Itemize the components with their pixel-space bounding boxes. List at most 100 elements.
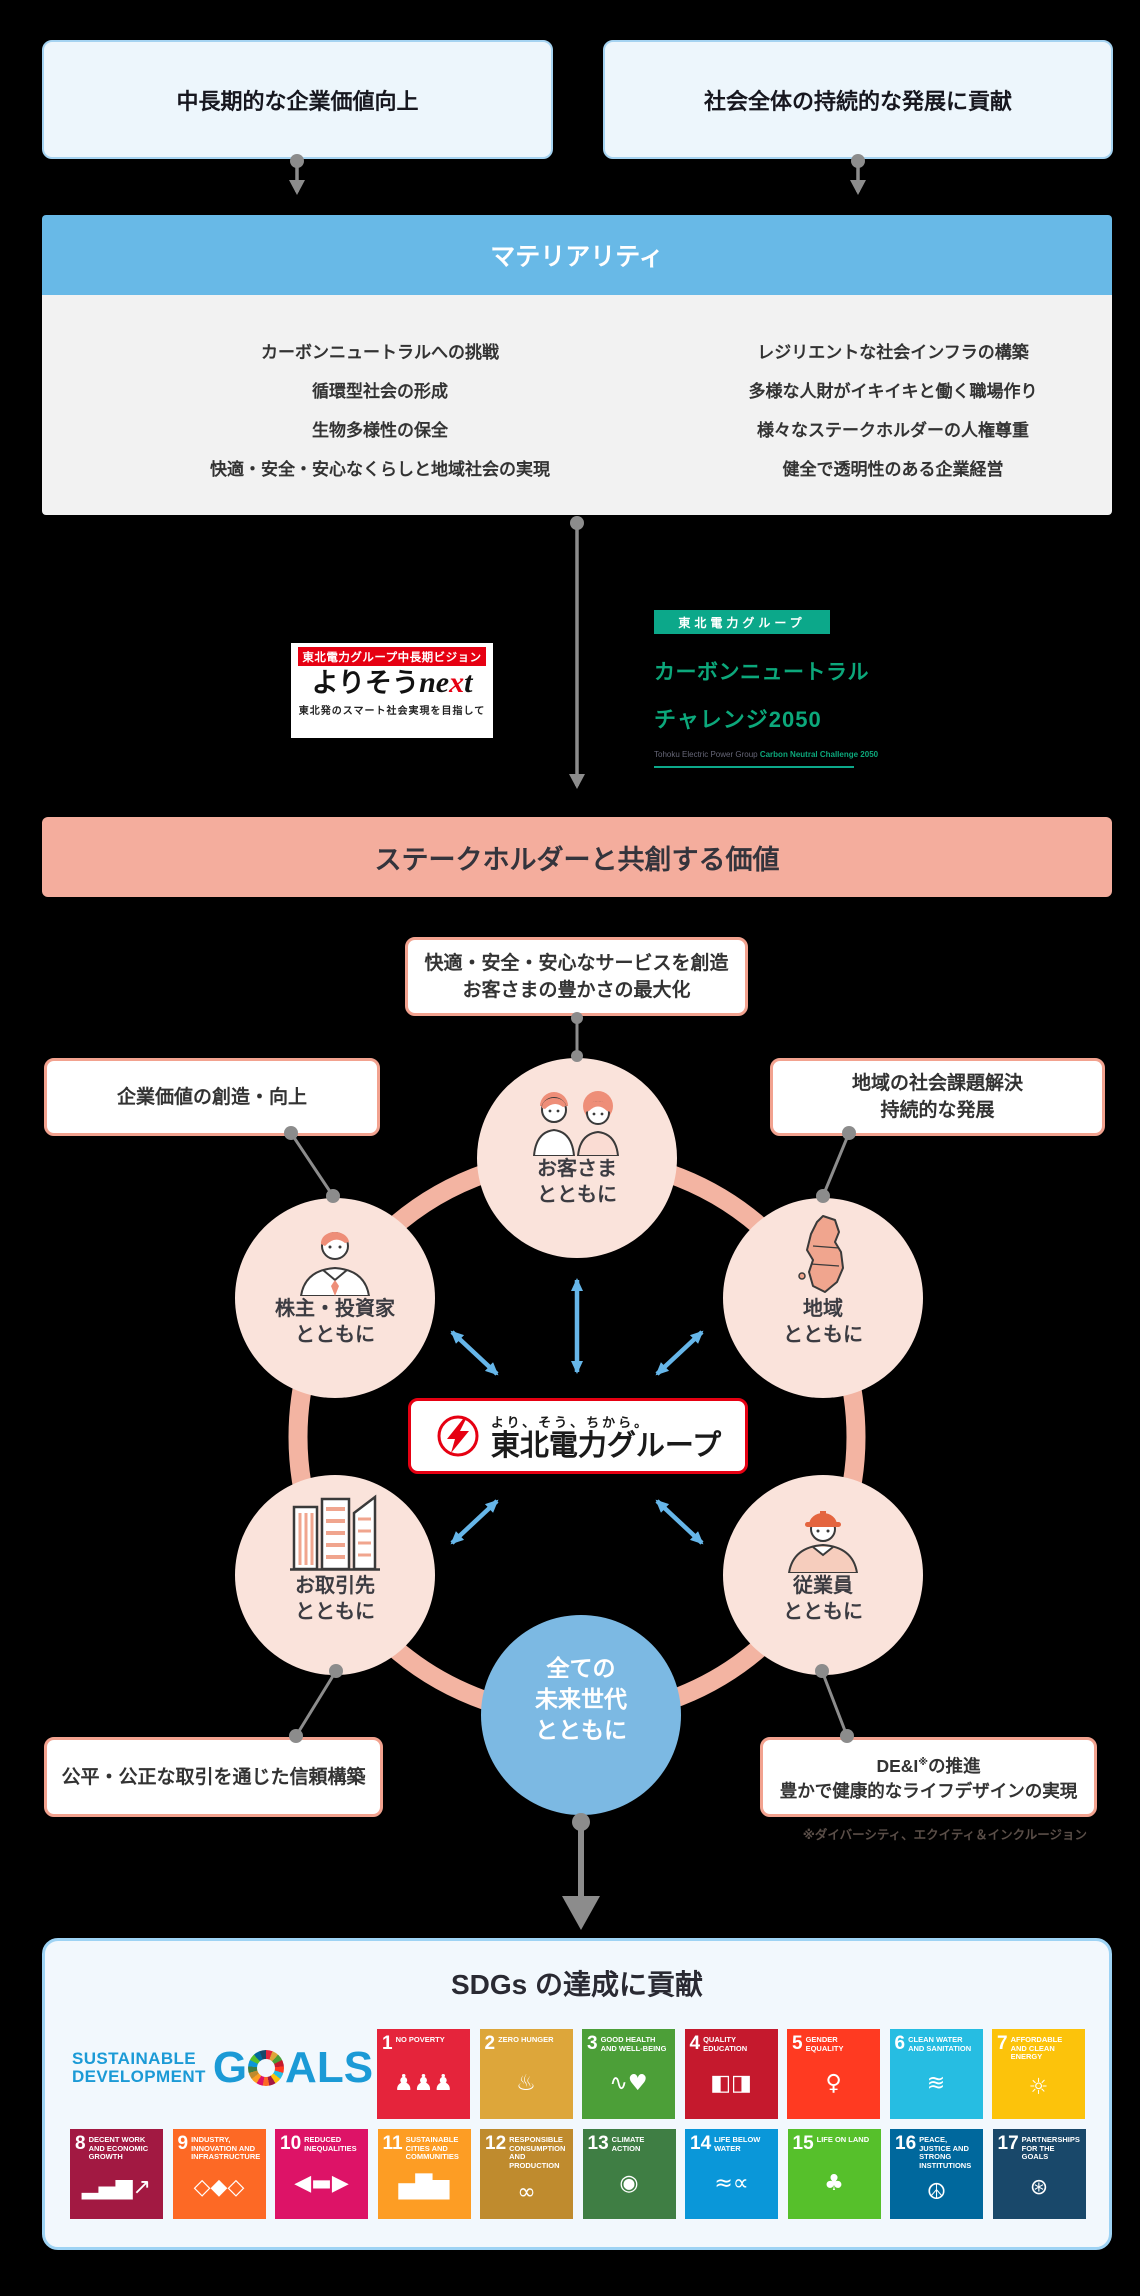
sdgs-title: SDGs の達成に貢献 [450, 1969, 704, 2000]
tohoku-epco-tagline: より、そう、ちから。 [490, 1414, 651, 1430]
goal-box-corporate-value: 中長期的な企業価値向上 [42, 40, 553, 159]
materiality-item: カーボンニュートラルへの挑戦 [261, 343, 499, 362]
connector-shareholder [289, 1132, 335, 1197]
sdg-icon-12: ∞ [517, 2179, 536, 2205]
lightning-icon [437, 1415, 479, 1457]
circle-employee-label2: とともに [783, 1601, 863, 1623]
sdg-icon-2: ♨ [516, 2070, 536, 2096]
carbon-neutral-rule [654, 766, 854, 768]
goal-box-corporate-value-label: 中長期的な企業価値向上 [176, 88, 419, 114]
callout-region: 地域の社会課題解決 持続的な発展 [770, 1058, 1105, 1136]
buildings-icon [290, 1494, 380, 1571]
yorisou-next-logo: 東北電力グループ中長期ビジョン よりそうnext 東北発のスマート社会実現を目指… [291, 643, 493, 738]
tohoku-epco-name: 東北電力グループ [490, 1429, 722, 1462]
materiality-item: 生物多様性の保全 [312, 421, 448, 440]
callout-employee: DE&I※の推進 豊かで健康的なライフデザインの実現 [760, 1737, 1097, 1817]
sdg-icon-13: ◉ [619, 2171, 639, 2196]
callout-shareholder: 企業価値の創造・向上 [44, 1058, 380, 1136]
callout-employee-line1: DE&I※の推進 [876, 1755, 981, 1776]
circle-supplier-label1: お取引先 [295, 1575, 375, 1597]
double-arrow-lower-right [655, 1499, 704, 1545]
double-arrow-upper-right [655, 1330, 704, 1376]
circle-future-label1: 全ての [546, 1655, 616, 1681]
materiality-item: レジリエントな社会インフラの構築 [757, 343, 1029, 362]
yorisou-text: よりそう [311, 668, 420, 698]
circle-employee-label1: 従業員 [793, 1575, 853, 1597]
callout-supplier: 公平・公正な取引を通じた信頼構築 [44, 1737, 383, 1817]
materiality-item: 循環型社会の形成 [312, 382, 448, 401]
stakeholder-banner: ステークホルダーと共創する価値 [42, 817, 1112, 897]
callout-customer: 快適・安全・安心なサービスを創造 お客さまの豊かさの最大化 [405, 937, 748, 1016]
materiality-item: 多様な人財がイキイキと働く職場作り [748, 382, 1038, 401]
sdg-icon-15: ♣ [824, 2170, 844, 2196]
circle-supplier-label2: とともに [295, 1601, 375, 1623]
carbon-neutral-badge: 東北電力グループ [654, 610, 830, 634]
circle-future-generations: 全ての 未来世代 とともに [481, 1615, 681, 1815]
circle-customer: お客さま とともに [477, 1058, 677, 1258]
yorisou-next-tagline: 東北発のスマート社会実現を目指して [298, 706, 486, 717]
tohoku-epco-logo-box: より、そう、ちから。 東北電力グループ [408, 1398, 748, 1474]
materiality-right-column: レジリエントな社会インフラの構築 多様な人財がイキイキと働く職場作り 様々なステ… [619, 333, 1140, 489]
sdg-icon-17: ⊛ [1029, 2175, 1049, 2201]
circle-shareholder-label1: 株主・投資家 [275, 1298, 395, 1320]
sdg-wheel-icon [248, 2050, 285, 2086]
materiality-item: 様々なステークホルダーの人権尊重 [757, 421, 1029, 440]
connector-employee [820, 1670, 849, 1737]
circle-employee: 従業員 とともに [723, 1475, 923, 1675]
carbon-neutral-line1: カーボンニュートラル [654, 661, 869, 684]
goal-box-social-development-label: 社会全体の持続的な発展に貢献 [703, 88, 1012, 114]
carbon-neutral-line2: チャレンジ2050 [654, 707, 822, 732]
materiality-item: 快適・安全・安心なくらしと地域社会の実現 [210, 460, 550, 479]
materiality-body: カーボンニュートラルへの挑戦 循環型社会の形成 生物多様性の保全 快適・安全・安… [42, 295, 1112, 515]
materiality-title: マテリアリティ [490, 243, 664, 271]
yorisou-next-wordmark: よりそうnext [291, 666, 493, 700]
yorisou-next-header: 東北電力グループ中長期ビジョン [298, 647, 486, 666]
circle-shareholder-label2: とともに [295, 1324, 375, 1346]
tohoku-map-icon [798, 1215, 844, 1293]
sdgs-logo-text: SUSTAINABLE DEVELOPMENT [72, 2049, 206, 2086]
circle-region: 地域 とともに [723, 1198, 923, 1398]
materiality-header: マテリアリティ [42, 215, 1112, 295]
sdg-icon-8: ▂▄▆↗ [81, 2175, 152, 2201]
callout-region-line1: 地域の社会課題解決 [851, 1073, 1023, 1094]
circle-customer-label1: お客さま [537, 1158, 617, 1180]
dei-footnote: ※ダイバーシティ、エクイティ＆インクルージョン [802, 1828, 1087, 1842]
connector-supplier [294, 1670, 338, 1737]
tohoku-epco-wordmark: より、そう、ちから。 東北電力グループ [491, 1412, 721, 1461]
connector-region [821, 1132, 851, 1197]
circle-region-label1: 地域 [803, 1298, 843, 1320]
stakeholder-banner-title: ステークホルダーと共創する価値 [374, 844, 780, 875]
callout-shareholder-line: 企業価値の創造・向上 [116, 1086, 307, 1108]
sdg-icon-16: ☮ [926, 2179, 947, 2205]
sdg-icon-1: ♟♟♟ [393, 2070, 454, 2096]
sdg-icon-6: ≋ [926, 2071, 946, 2096]
sdg-icon-7: ☼ [1028, 2075, 1049, 2101]
circle-customer-label2: とともに [537, 1184, 617, 1206]
materiality-left-column: カーボンニュートラルへの挑戦 循環型社会の形成 生物多様性の保全 快適・安全・安… [102, 333, 658, 489]
sdg-icon-5: ♀ [825, 2071, 842, 2096]
callout-customer-line2: お客さまの豊かさの最大化 [462, 979, 691, 1001]
callout-employee-line2: 豊かで健康的なライフデザインの実現 [779, 1781, 1078, 1802]
circle-future-label3: とともに [535, 1717, 627, 1743]
couple-icon [532, 1091, 620, 1156]
sdg-icon-3: ∿♥ [609, 2071, 648, 2096]
